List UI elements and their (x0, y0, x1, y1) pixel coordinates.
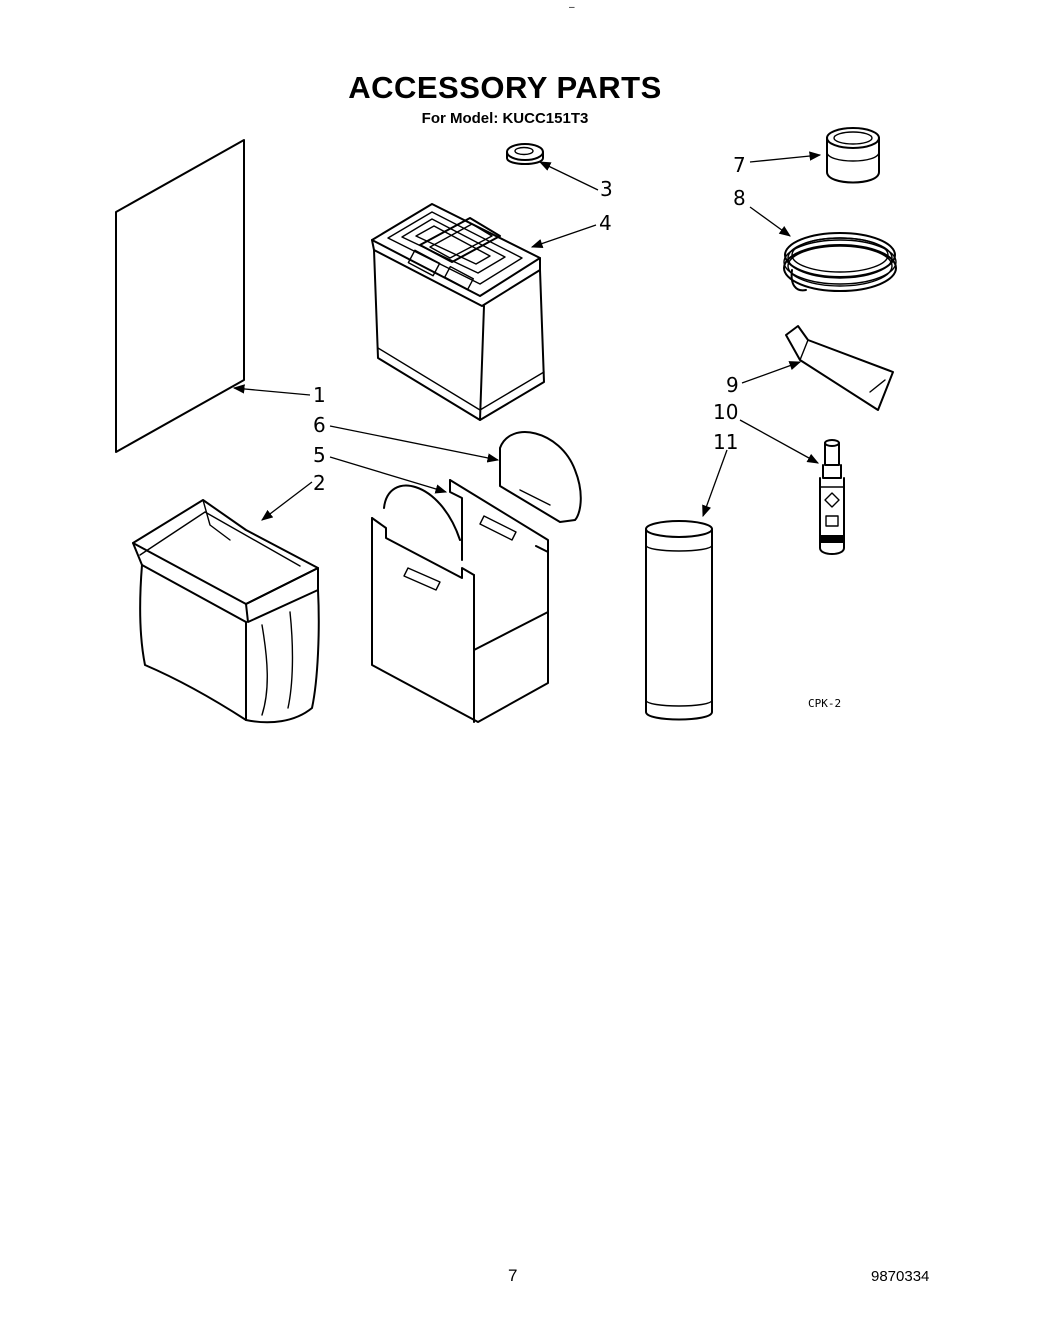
callout-5: 5 (313, 443, 326, 467)
part-3-cap (506, 143, 544, 165)
model-subtitle: For Model: KUCC151T3 (421, 110, 589, 127)
part-8-coiled-tubing (783, 232, 897, 292)
leader-lines (232, 151, 822, 521)
part-5-bag-frame (371, 479, 549, 723)
top-mark: – (569, 2, 575, 13)
part-1-instruction-sheet (115, 139, 245, 453)
callout-11: 11 (713, 430, 738, 454)
part-4-container (371, 203, 545, 421)
part-9-tube (785, 325, 894, 411)
page-title: ACCESSORY PARTS (348, 70, 662, 105)
callout-1: 1 (313, 383, 326, 407)
callout-6: 6 (313, 413, 326, 437)
part-7-jar (826, 127, 880, 184)
callout-3: 3 (600, 177, 613, 201)
diagram-code: CPK-2 (808, 697, 841, 710)
page-number: 7 (508, 1266, 518, 1285)
part-10-spray-pen (819, 439, 845, 555)
callout-4: 4 (599, 211, 612, 235)
callout-9: 9 (726, 373, 739, 397)
part-11-aerosol-can (645, 520, 713, 721)
callout-2: 2 (313, 471, 326, 495)
callout-10: 10 (713, 400, 738, 424)
part-2-trash-bag (132, 499, 320, 724)
document-number: 9870334 (871, 1268, 930, 1285)
part-6-lid (499, 431, 582, 523)
callout-7: 7 (733, 153, 746, 177)
callout-8: 8 (733, 186, 746, 210)
